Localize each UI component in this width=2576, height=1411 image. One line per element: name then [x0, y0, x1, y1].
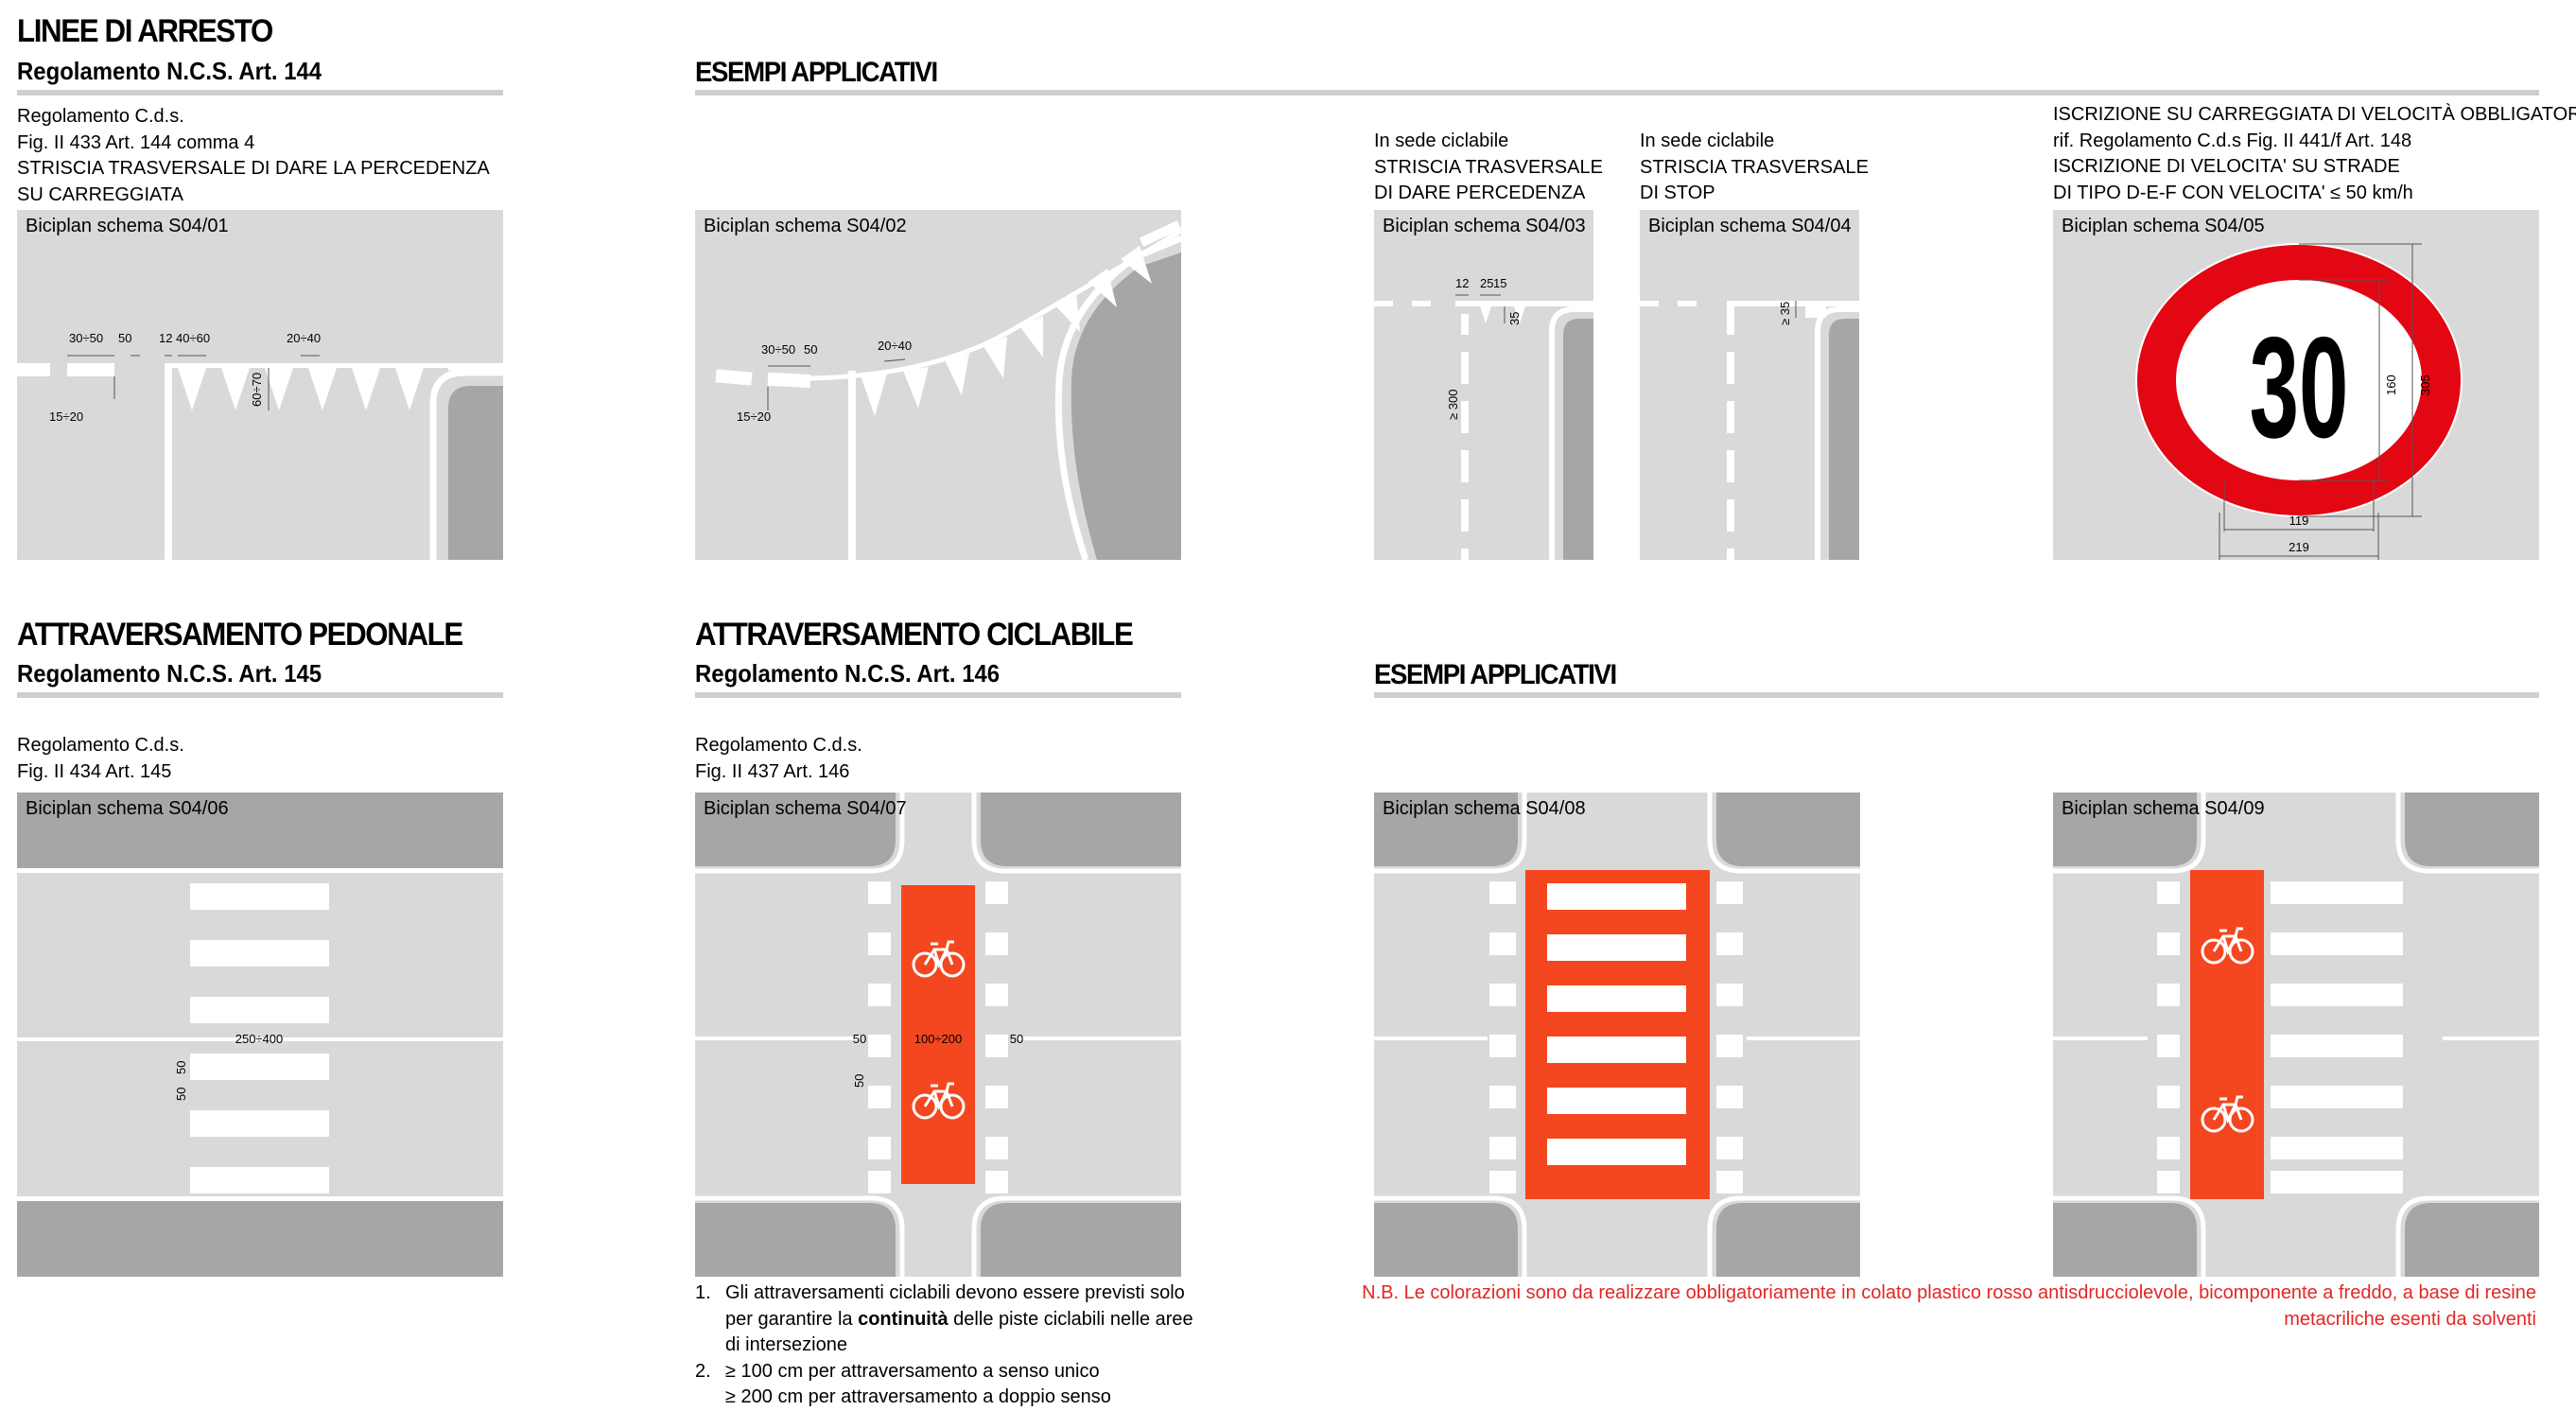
dimension-label: 15÷20 — [737, 409, 771, 424]
section-divider — [17, 90, 503, 96]
schema-s04-05: Biciplan schema S04/05 30 160 305 119 21… — [2053, 210, 2539, 560]
stop-line-diagram: 30÷50 50 12 40÷60 20÷40 60÷70 15÷20 — [17, 331, 503, 560]
section-divider — [17, 692, 503, 698]
schema-s04-02: Biciplan schema S04/02 30÷50 50 20÷40 15… — [695, 210, 1181, 560]
cycle-crossing-title: ATTRAVERSAMENTO CICLABILE — [695, 617, 1134, 653]
cycle-crossing-footnotes: 1. Gli attraversamenti ciclabili devono … — [695, 1282, 1193, 1407]
bicycle-icon — [2201, 927, 2254, 965]
schema-label: Biciplan schema S04/03 — [1383, 216, 1586, 236]
schema-label: Biciplan schema S04/04 — [1648, 216, 1852, 236]
schema-label: Biciplan schema S04/08 — [1383, 798, 1586, 819]
s04-notes: In sede ciclabile STRISCIA TRASVERSALE D… — [1640, 131, 1869, 203]
red-zebra-crossing-diagram — [1374, 793, 1860, 1277]
bicycle-icon — [912, 940, 966, 978]
dimension-label: 12 — [1455, 276, 1469, 290]
dimension-label: 40÷60 — [176, 331, 210, 345]
cycle-crossing-notes: Regolamento C.d.s. Fig. II 437 Art. 146 — [695, 735, 862, 782]
stop-lines-title: LINEE DI ARRESTO — [17, 13, 273, 49]
schema-label: Biciplan schema S04/07 — [704, 798, 907, 819]
cycle-lane-stop-diagram: ≥ 35 — [1640, 301, 1859, 560]
pedestrian-subtitle: Regolamento N.C.S. Art. 145 — [17, 659, 322, 688]
schema-s04-09: Biciplan schema S04/09 — [2053, 793, 2539, 1277]
examples-top-title: ESEMPI APPLICATIVI — [695, 57, 938, 88]
pedestrian-crossing-diagram: 250÷400 50 50 — [17, 793, 503, 1277]
dimension-label: 50 — [804, 342, 817, 357]
dimension-label: ≥ 300 — [1446, 390, 1460, 420]
schema-s04-01: Biciplan schema S04/01 30÷50 50 12 40÷60… — [17, 210, 503, 560]
dimension-label: 30÷50 — [761, 342, 795, 357]
dimension-label: 305 — [2418, 375, 2432, 395]
schema-s04-07: Biciplan schema S04/07 50 100÷200 50 50 — [695, 793, 1181, 1277]
schema-s04-06: Biciplan schema S04/06 250÷400 50 50 — [17, 793, 503, 1277]
section-divider — [695, 90, 2539, 96]
speed-limit-diagram: 30 160 305 119 219 — [2135, 243, 2463, 560]
bicycle-icon — [912, 1082, 966, 1120]
curved-stop-line-diagram: 30÷50 50 20÷40 15÷20 — [715, 220, 1181, 560]
pedestrian-title: ATTRAVERSAMENTO PEDONALE — [17, 617, 463, 653]
dimension-label: 219 — [2289, 540, 2309, 554]
bicycle-icon — [2201, 1095, 2254, 1133]
cycle-crossing-diagram: 50 100÷200 50 50 — [695, 793, 1181, 1277]
dimension-label: ≥ 35 — [1778, 302, 1792, 325]
examples-bottom-title: ESEMPI APPLICATIVI — [1374, 659, 1617, 690]
schema-label: Biciplan schema S04/02 — [704, 216, 907, 236]
dimension-label: 50 — [1010, 1032, 1023, 1046]
dimension-label: 250÷400 — [235, 1032, 284, 1046]
dimension-label: 15÷20 — [49, 409, 83, 424]
pedestrian-notes: Regolamento C.d.s. Fig. II 434 Art. 145 — [17, 735, 184, 782]
schema-label: Biciplan schema S04/01 — [26, 216, 229, 236]
dimension-label: 50 — [852, 1074, 866, 1088]
dimension-label: 30÷50 — [69, 331, 103, 345]
schema-s04-08: Biciplan schema S04/08 — [1374, 793, 1860, 1277]
dimension-label: 15 — [1493, 276, 1506, 290]
dimension-label: 160 — [2384, 375, 2398, 395]
nb-note: N.B. Le colorazioni sono da realizzare o… — [1362, 1282, 2536, 1330]
dimension-label: 25 — [1480, 276, 1493, 290]
dimension-label: 50 — [174, 1088, 188, 1101]
s03-notes: In sede ciclabile STRISCIA TRASVERSALE D… — [1374, 131, 1603, 203]
schema-s04-04: Biciplan schema S04/04 ≥ 35 — [1640, 210, 1859, 560]
dimension-label: 20÷40 — [287, 331, 321, 345]
dimension-label: 50 — [853, 1032, 866, 1046]
schema-label: Biciplan schema S04/06 — [26, 798, 229, 819]
stop-lines-notes: Regolamento C.d.s. Fig. II 433 Art. 144 … — [17, 106, 490, 205]
dimension-label: 50 — [174, 1061, 188, 1074]
cycle-lane-giveway-diagram: 12 25 15 35 ≥ 300 — [1374, 276, 1593, 560]
dimension-label: 12 — [159, 331, 172, 345]
section-divider — [695, 692, 1181, 698]
dimension-label: 100÷200 — [914, 1032, 963, 1046]
schema-s04-03: Biciplan schema S04/03 12 25 15 35 ≥ 300 — [1374, 210, 1593, 560]
dimension-label: 50 — [118, 331, 131, 345]
cycle-crossing-subtitle: Regolamento N.C.S. Art. 146 — [695, 659, 1001, 688]
stop-lines-subtitle: Regolamento N.C.S. Art. 144 — [17, 57, 322, 85]
dimension-label: 20÷40 — [878, 339, 912, 353]
schema-label: Biciplan schema S04/09 — [2062, 798, 2265, 819]
red-cycle-crossing-diagram — [2053, 793, 2539, 1277]
speed-limit-number: 30 — [2250, 307, 2349, 467]
section-divider — [1374, 692, 2539, 698]
dimension-label: 60÷70 — [250, 373, 264, 407]
s05-notes: ISCRIZIONE SU CARREGGIATA DI VELOCITÀ OB… — [2053, 104, 2576, 203]
schema-label: Biciplan schema S04/05 — [2062, 216, 2265, 236]
dimension-label: 119 — [2289, 514, 2309, 528]
dimension-label: 35 — [1507, 312, 1522, 325]
